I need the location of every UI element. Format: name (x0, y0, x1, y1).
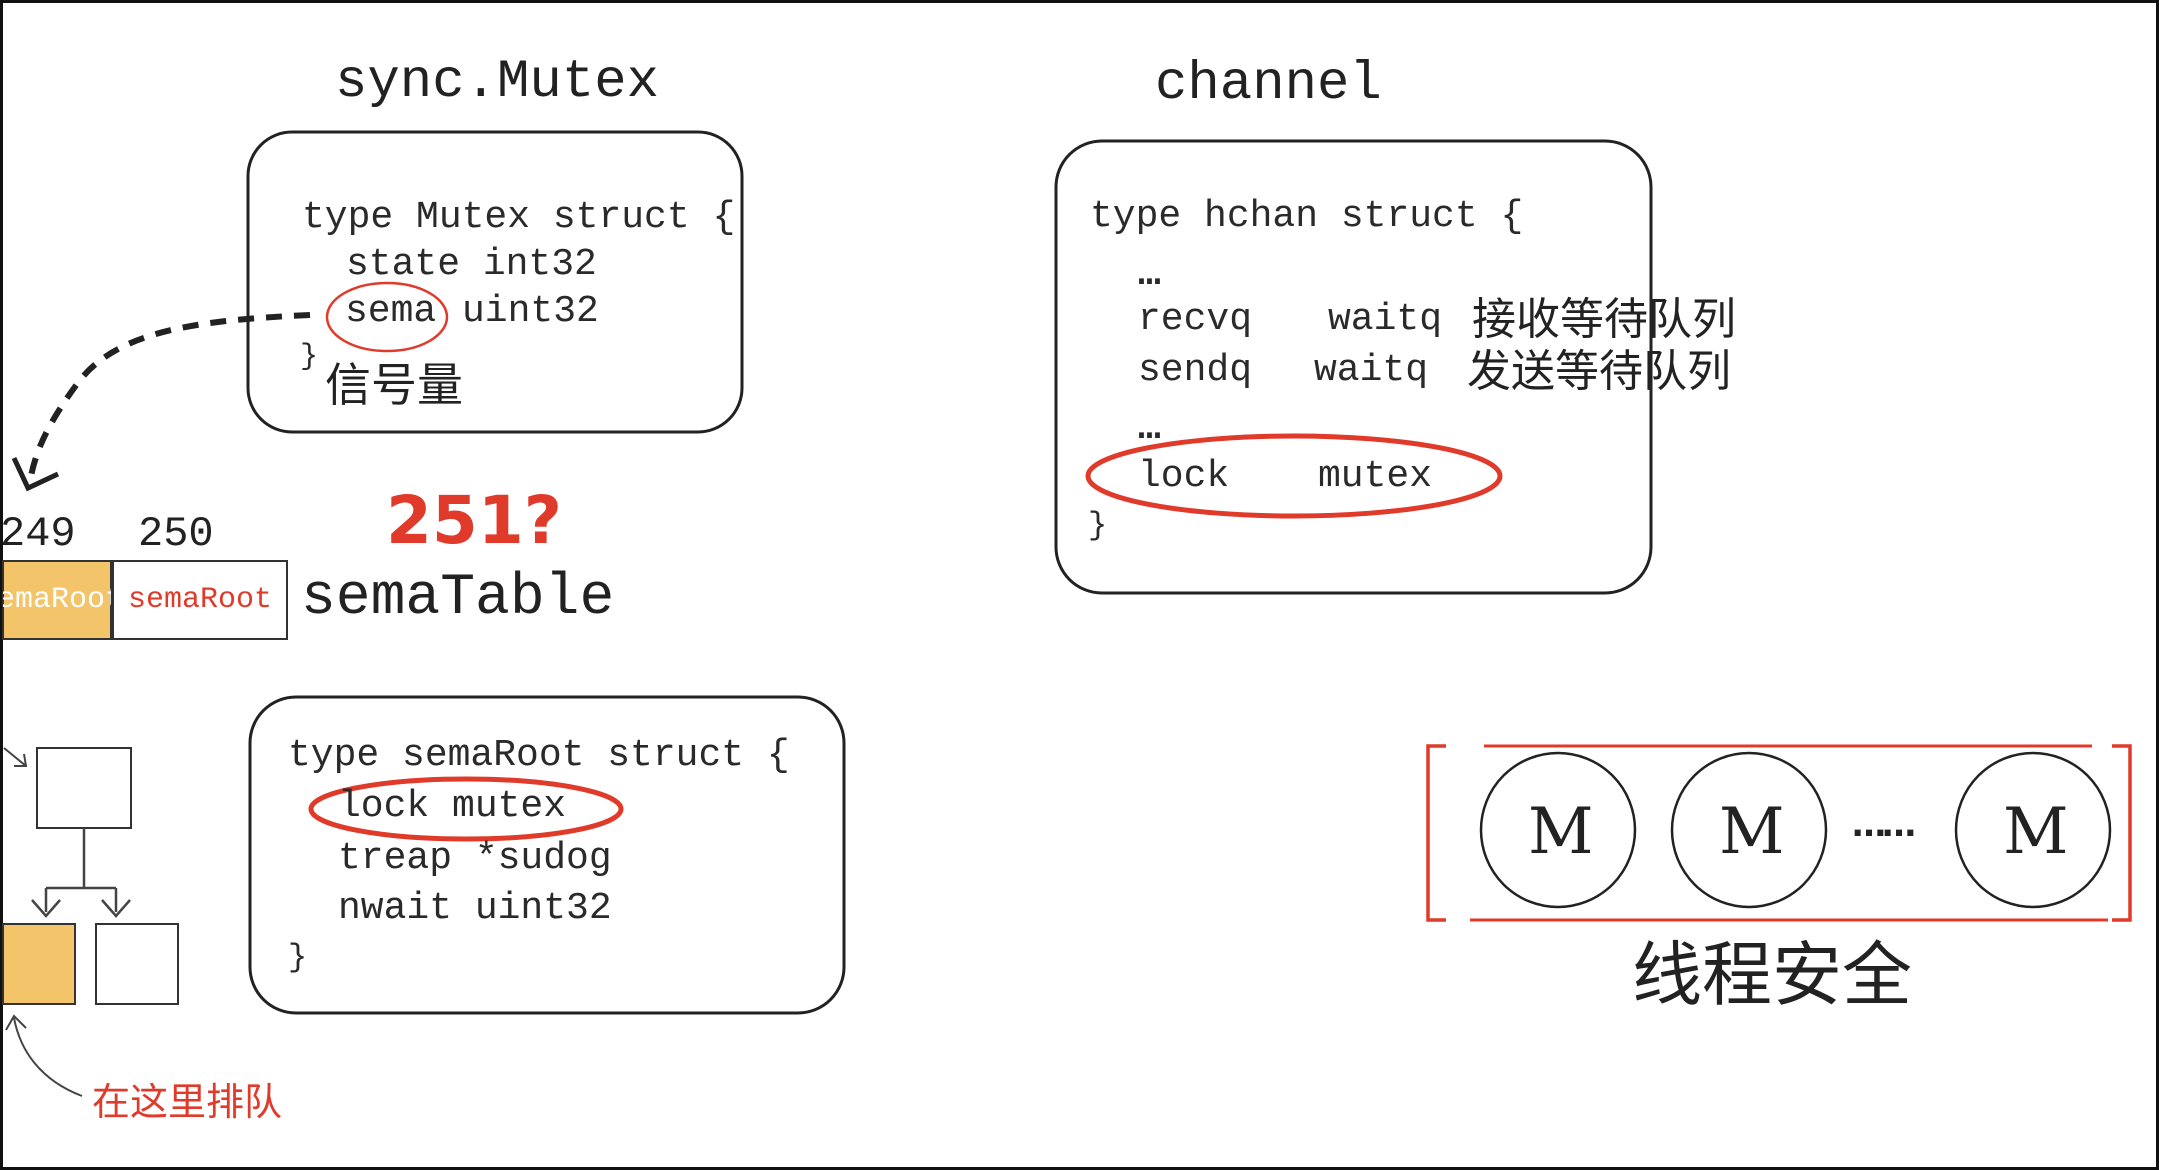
sematable-index-250: 250 (138, 510, 214, 558)
tree-connector (44, 828, 118, 912)
semaroot-field-lock: lock mutex (338, 785, 567, 828)
sematable-cell-left-clip: semaRoot (3, 561, 111, 639)
queue-note: 在这里排队 (92, 1080, 283, 1124)
mutex-field-sema-type: uint32 (462, 290, 599, 333)
queue-pointer-arrow-head (5, 1014, 27, 1031)
thread-dots: …… (1852, 805, 1916, 845)
tree-entry-arrow-head (14, 753, 28, 767)
semaroot-lock-highlight (308, 776, 624, 842)
semaroot-struct-box (248, 695, 846, 1015)
queue-pointer-arrow (13, 1017, 83, 1097)
hchan-struct-box (1054, 139, 1653, 595)
mutex-title: sync.Mutex (335, 52, 660, 113)
thread-m-label-2: M (1719, 795, 1785, 869)
channel-title: channel (1155, 54, 1382, 115)
hchan-ellipsis-2: … (1138, 407, 1161, 450)
mutex-close-brace: } (300, 340, 319, 374)
semaroot-field-nwait: nwait uint32 (338, 887, 612, 930)
hchan-recvq-note: 接收等待队列 (1472, 294, 1736, 345)
sema-to-table-dashed-arrow (27, 312, 311, 483)
tree-right-arrow-head (101, 899, 131, 918)
thread-m-circle-1 (1479, 751, 1637, 909)
sema-highlight-circle (325, 281, 449, 353)
hchan-sendq-note: 发送等待队列 (1467, 346, 1731, 397)
mutex-line-type: type Mutex struct { (302, 196, 736, 239)
hchan-field-recvq-type: waitq (1328, 298, 1443, 341)
thread-m-circle-3 (1954, 751, 2112, 909)
hchan-close-brace: } (1088, 507, 1108, 544)
thread-m-label-3: M (2003, 795, 2069, 869)
semaroot-field-treap: treap *sudog (338, 837, 612, 880)
tree-right-child-node (95, 923, 179, 1005)
tree-root-node (36, 747, 132, 829)
mutex-field-state: state int32 (346, 243, 597, 286)
mutex-field-sema: sema (345, 290, 437, 333)
sematable-cell-left-label: semaRoot (3, 583, 111, 617)
thread-m-circle-2 (1670, 751, 1828, 909)
sematable-cell-249 (2, 560, 112, 640)
hchan-line-type: type hchan struct { (1090, 195, 1524, 238)
hchan-ellipsis-1: … (1138, 253, 1161, 296)
dashed-arrow-head (11, 456, 60, 492)
semaroot-line-type: type semaRoot struct { (288, 734, 790, 777)
hchan-lock-highlight (1085, 433, 1503, 519)
thread-safe-caption: 线程安全 (1632, 934, 1912, 1016)
thread-bracket-left (1426, 744, 1446, 922)
hchan-field-sendq-type: waitq (1314, 349, 1429, 392)
thread-bracket-right (2112, 744, 2132, 922)
sematable-question: 251? (386, 482, 563, 559)
hchan-field-lock-type: mutex (1318, 455, 1433, 498)
hchan-field-lock: lock (1138, 455, 1230, 498)
sematable-label: semaTable (301, 566, 615, 631)
sematable-cell-right-label: semaRoot (128, 583, 273, 617)
sematable-cell-250 (112, 560, 288, 640)
tree-entry-arrow (3, 747, 27, 767)
thread-m-label-1: M (1528, 795, 1594, 869)
hchan-field-recvq: recvq (1138, 298, 1253, 341)
tree-left-arrow-head (31, 899, 61, 918)
hchan-field-sendq: sendq (1138, 349, 1253, 392)
mutex-sema-annotation: 信号量 (325, 358, 463, 412)
tree-left-child-node (2, 923, 76, 1005)
sematable-index-249: 249 (0, 510, 76, 558)
semaroot-close-brace: } (288, 939, 308, 976)
mutex-struct-box (246, 130, 744, 434)
